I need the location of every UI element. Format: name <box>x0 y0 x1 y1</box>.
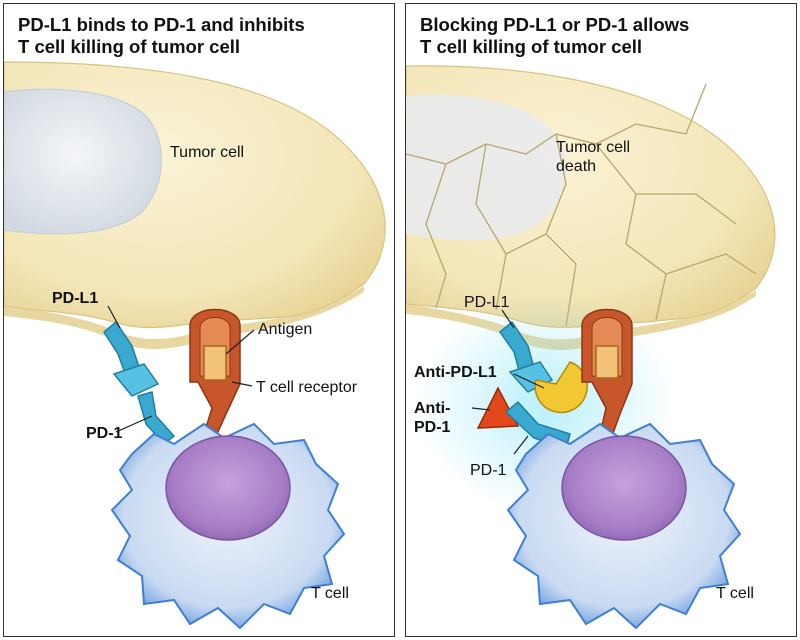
panel-pd-l1-binding: PD-L1 binds to PD-1 and inhibits T cell … <box>3 3 395 637</box>
leader-lines <box>471 309 545 455</box>
leader-lines <box>107 305 255 433</box>
fragmented-nucleus <box>406 94 567 241</box>
right-illustration <box>406 65 776 630</box>
panel-pd-l1-blockade: Blocking PD-L1 or PD-1 allows T cell kil… <box>405 3 797 637</box>
antigen-icon <box>203 345 227 381</box>
pd-1-receptor <box>137 391 176 446</box>
label-anti-pd-1-line1: Anti- <box>414 400 451 417</box>
label-tumor-cell-line2: death <box>556 158 597 175</box>
label-tumor-cell: Tumor cell <box>170 144 245 161</box>
label-anti-pd-1-line2: PD-1 <box>414 419 451 436</box>
left-panel-title: PD-L1 binds to PD-1 and inhibits T cell … <box>18 14 305 57</box>
pd-l1-receptor <box>103 320 160 397</box>
label-pd-1: PD-1 <box>470 462 507 479</box>
t-cell-nucleus <box>561 435 687 541</box>
label-antigen: Antigen <box>258 321 313 338</box>
antigen-icon <box>595 345 619 379</box>
label-pd-l1: PD-L1 <box>464 294 510 311</box>
tumor-fracture-lines <box>406 83 757 327</box>
label-tumor-cell-line1: Tumor cell <box>556 139 631 156</box>
label-t-cell: T cell <box>716 585 754 602</box>
label-t-cell-receptor: T cell receptor <box>256 379 358 396</box>
tumor-nucleus <box>4 88 162 235</box>
label-t-cell: T cell <box>311 585 349 602</box>
right-panel-title: Blocking PD-L1 or PD-1 allows T cell kil… <box>420 14 690 57</box>
label-pd-1: PD-1 <box>86 425 123 442</box>
label-anti-pd-l1: Anti-PD-L1 <box>414 364 497 381</box>
left-illustration <box>4 61 386 630</box>
t-cell-nucleus <box>165 435 291 541</box>
label-pd-l1: PD-L1 <box>52 290 99 307</box>
anti-pd-1-antibody-icon <box>476 386 520 429</box>
